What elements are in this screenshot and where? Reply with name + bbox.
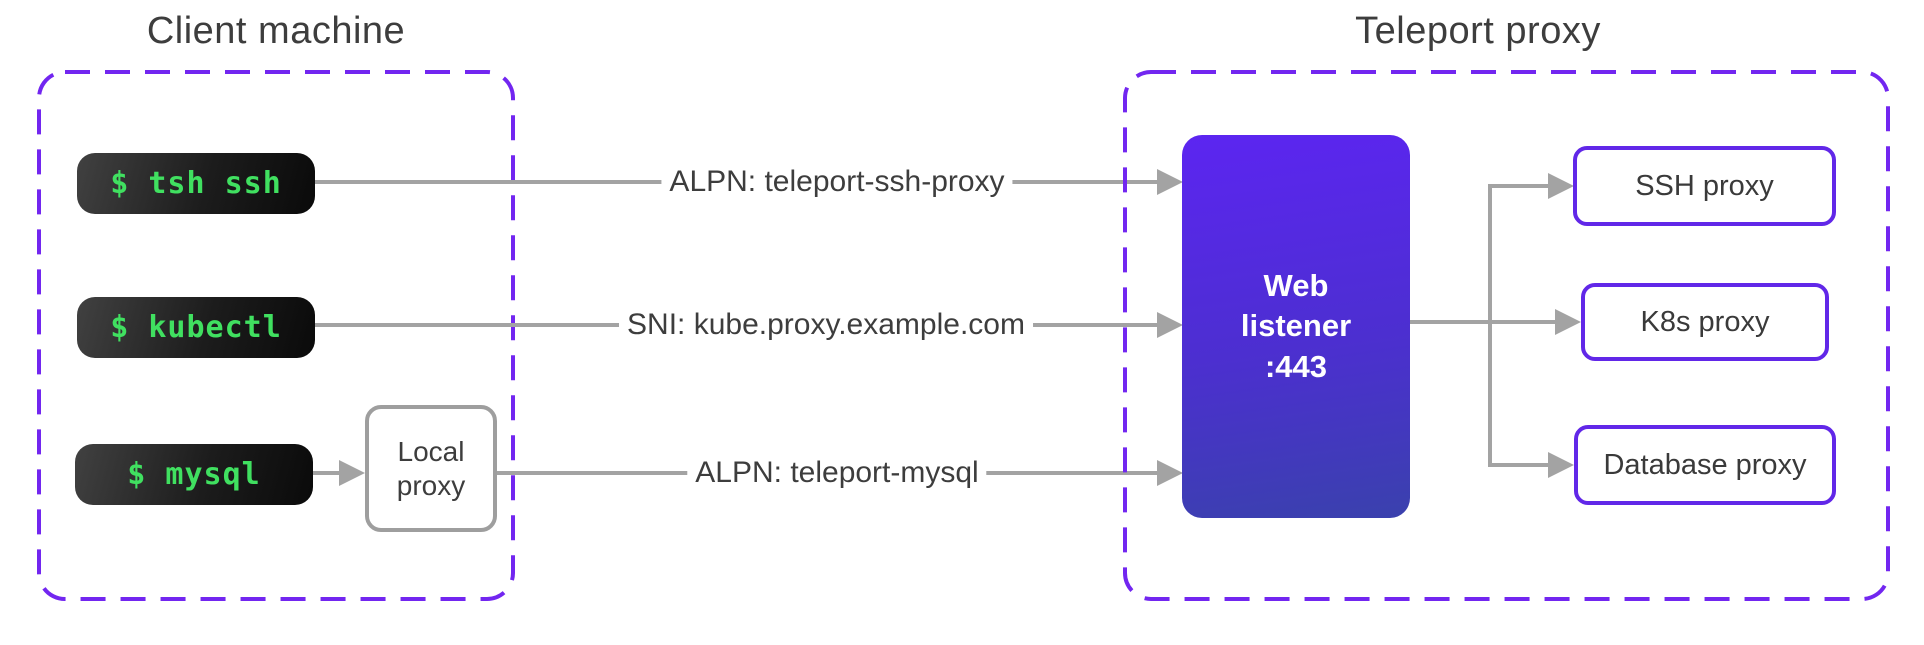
arrowhead-into-database-proxy-icon xyxy=(1548,452,1574,478)
connection-label-ssh: ALPN: teleport-ssh-proxy xyxy=(661,165,1013,199)
connection-label-kube: SNI: kube.proxy.example.com xyxy=(619,308,1033,342)
arrowhead-into-local-proxy-icon xyxy=(339,460,365,486)
local-proxy-box: Local proxy xyxy=(365,405,497,532)
k8s-proxy-label: K8s proxy xyxy=(1640,305,1770,338)
fanout-line-bottom xyxy=(1488,463,1557,467)
local-proxy-label: Local proxy xyxy=(396,435,466,501)
client-machine-title: Client machine xyxy=(146,10,406,52)
teleport-proxy-title: Teleport proxy xyxy=(1355,10,1601,52)
teleport-proxy-dashed-border xyxy=(1123,70,1890,606)
web-listener-label-line2: listener xyxy=(1240,308,1352,344)
terminal-command-kubectl: $ kubectl xyxy=(77,297,315,358)
terminal-command-tsh-ssh: $ tsh ssh xyxy=(77,153,315,214)
arrowhead-kube-into-listener-icon xyxy=(1157,312,1183,338)
database-proxy-label: Database proxy xyxy=(1603,448,1807,481)
fanout-line-middle xyxy=(1410,320,1557,324)
ssh-proxy-box: SSH proxy xyxy=(1573,146,1836,226)
client-machine-dashed-border xyxy=(37,70,515,606)
k8s-proxy-box: K8s proxy xyxy=(1581,283,1829,361)
fanout-line-top xyxy=(1488,184,1557,188)
web-listener-box: Web listener :443 xyxy=(1182,135,1410,518)
arrowhead-mysql-into-listener-icon xyxy=(1157,460,1183,486)
connection-line-mysql-to-localproxy xyxy=(313,471,341,475)
web-listener-label-line1: Web xyxy=(1263,268,1329,304)
ssh-proxy-label: SSH proxy xyxy=(1635,169,1774,202)
arrowhead-into-ssh-proxy-icon xyxy=(1548,173,1574,199)
database-proxy-box: Database proxy xyxy=(1574,425,1836,505)
terminal-command-mysql: $ mysql xyxy=(75,444,313,505)
arrowhead-into-k8s-proxy-icon xyxy=(1555,309,1581,335)
fanout-line-vertical xyxy=(1488,184,1492,467)
connection-label-mysql: ALPN: teleport-mysql xyxy=(687,456,987,490)
web-listener-label-line3: :443 xyxy=(1264,348,1328,384)
arrowhead-ssh-into-listener-icon xyxy=(1157,169,1183,195)
